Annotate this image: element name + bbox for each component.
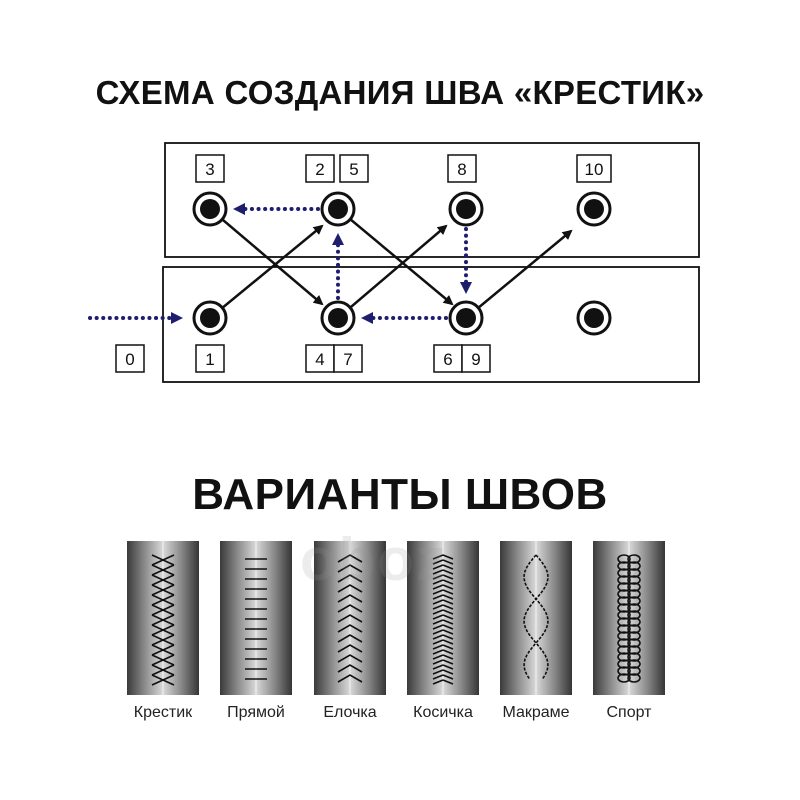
stitch-label-sport: Спорт	[574, 704, 684, 722]
hole-upper-3	[450, 193, 482, 225]
step-label-1: 1	[205, 350, 214, 369]
hole-lower-3	[450, 302, 482, 334]
lower-fabric-panel	[163, 267, 699, 382]
hole-lower-4	[578, 302, 610, 334]
watermark-logo: oboz	[300, 525, 448, 594]
variants-title: ВАРИАНТЫ ШВОВ	[0, 470, 800, 520]
step-label-7: 7	[343, 350, 352, 369]
step-label-4: 4	[315, 350, 324, 369]
step-label-0: 0	[125, 350, 134, 369]
step-label-9: 9	[471, 350, 480, 369]
step-label-6: 6	[443, 350, 452, 369]
hole-lower-2	[322, 302, 354, 334]
hole-upper-1	[194, 193, 226, 225]
step-label-5: 5	[349, 160, 358, 179]
step-label-3: 3	[205, 160, 214, 179]
hole-lower-1	[194, 302, 226, 334]
hole-upper-4	[578, 193, 610, 225]
stitch-lines	[210, 209, 571, 318]
step-number-boxes	[116, 155, 611, 372]
stitch-sample-sport	[593, 541, 665, 695]
step-label-8: 8	[457, 160, 466, 179]
stitch-sample-straight	[220, 541, 292, 695]
step-label-2: 2	[315, 160, 324, 179]
step-label-10: 10	[585, 160, 604, 179]
stitch-sample-macrame	[500, 541, 572, 695]
stitch-sample-cross	[127, 541, 199, 695]
hole-upper-2	[322, 193, 354, 225]
